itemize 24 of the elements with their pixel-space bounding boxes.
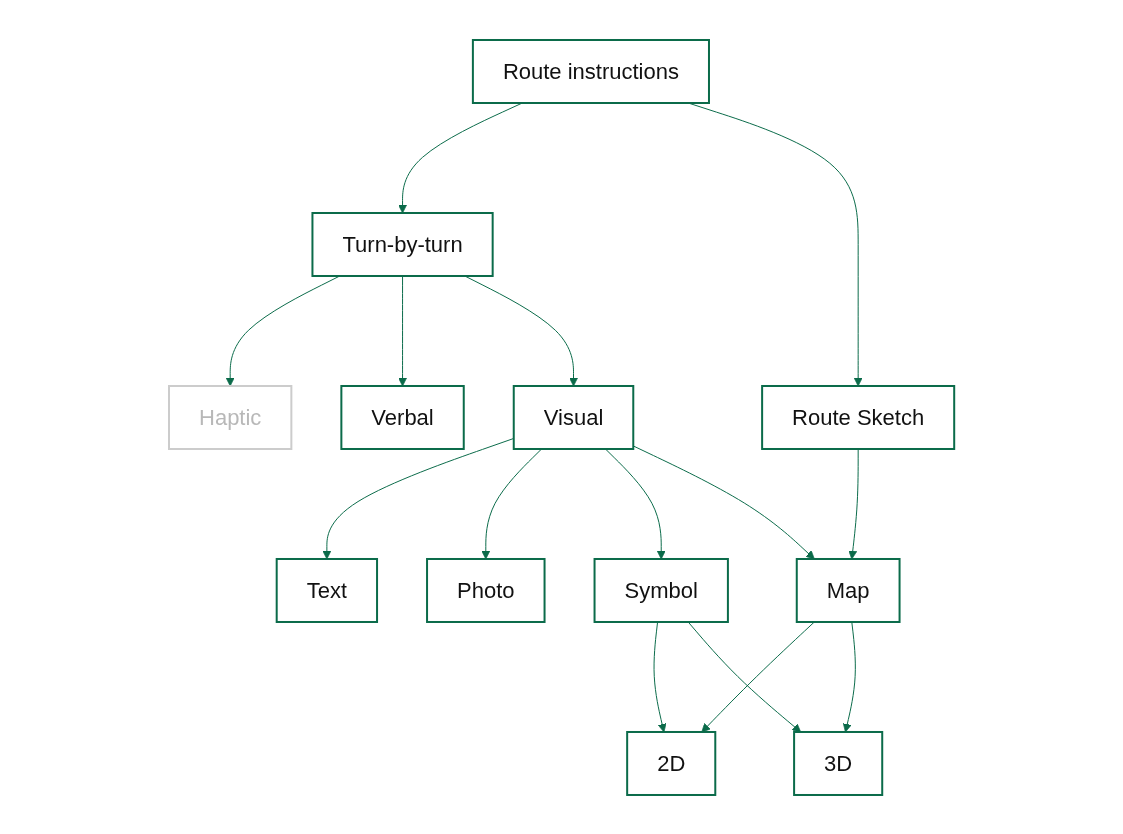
node-box: Text	[275, 557, 378, 623]
node-box: Route Sketch	[761, 384, 956, 450]
node-box: Symbol	[593, 557, 729, 623]
arrow	[687, 621, 801, 732]
arrow	[398, 275, 407, 386]
node-box: Map	[795, 557, 901, 623]
arrow	[848, 448, 859, 559]
arrow	[842, 621, 856, 732]
arrow	[604, 448, 666, 559]
arrow	[481, 448, 542, 559]
arrow	[701, 621, 815, 732]
node-box: 3D	[793, 730, 884, 796]
node-box: Visual	[512, 384, 635, 450]
arrow	[653, 621, 667, 732]
arrow	[398, 102, 523, 213]
arrow	[632, 444, 815, 559]
node-box: Verbal	[340, 384, 465, 450]
node-box: Route instructions	[471, 38, 710, 104]
node-box: Photo	[425, 557, 546, 623]
node-box: 2D	[626, 730, 717, 796]
arrow	[464, 275, 578, 386]
node-box: Haptic	[167, 384, 293, 450]
arrow	[225, 275, 341, 386]
node-box: Turn-by-turn	[311, 211, 494, 277]
